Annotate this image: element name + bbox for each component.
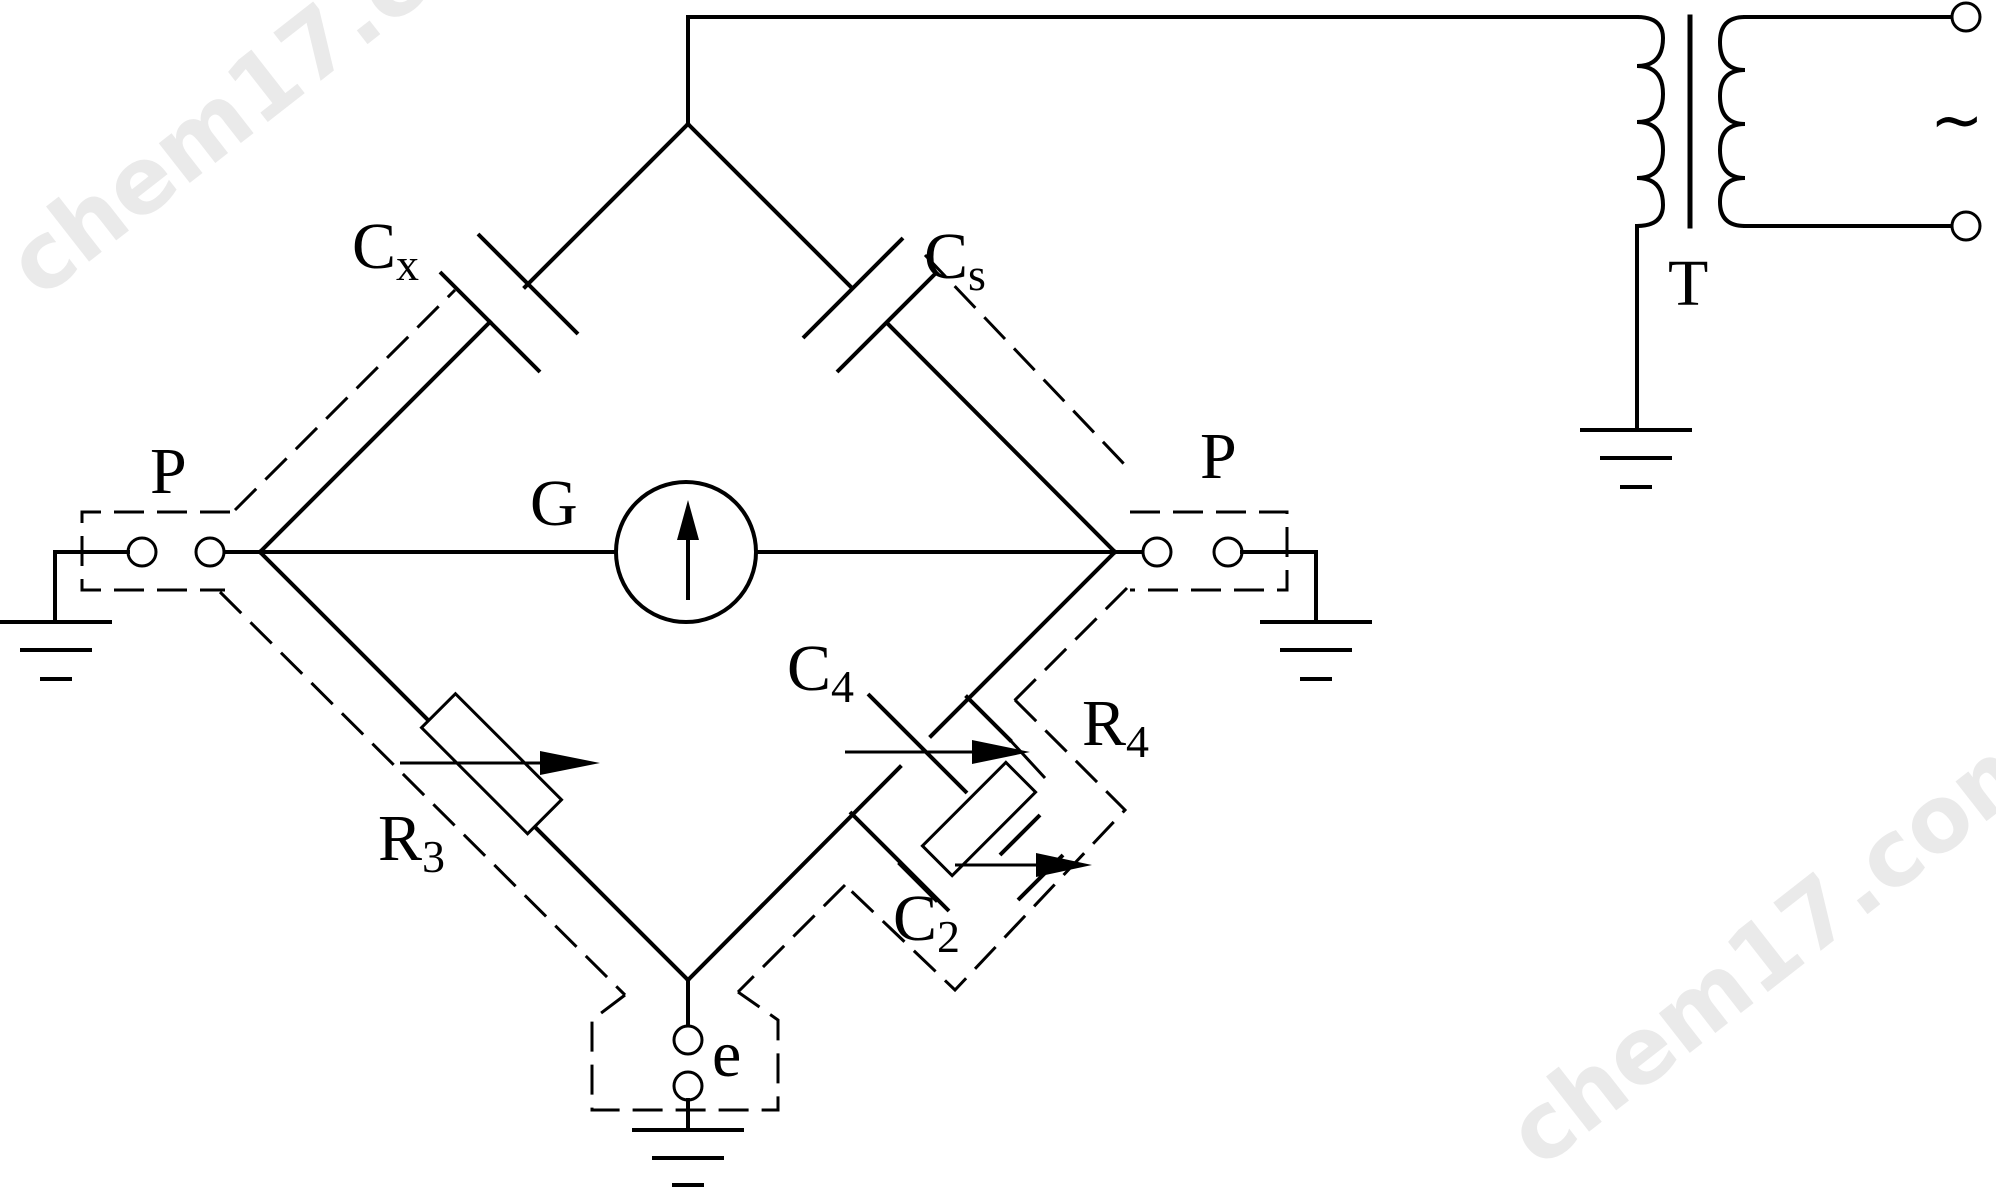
label-galvanometer: G <box>530 467 578 540</box>
arm-r3-upper <box>257 549 439 731</box>
arm-cs-lower <box>884 320 1118 555</box>
resistor-r4-link <box>1008 738 1047 780</box>
shield-box-right <box>1130 510 1289 592</box>
arm-r4-lower <box>685 764 903 983</box>
resistor-r4 <box>920 760 1038 878</box>
label-transformer: T <box>1668 247 1708 320</box>
arm-cx-lower <box>257 319 493 555</box>
capacitor-cx-plate-1 <box>476 232 580 336</box>
shield-cx-arm <box>233 288 457 512</box>
capacitor-cs-plate-2 <box>835 270 939 374</box>
transformer-primary-coil <box>1634 14 1666 229</box>
galvanometer-g <box>614 480 758 624</box>
ac-terminal-bottom <box>1950 210 1982 242</box>
watermark-bottom-right: chem17.com <box>1488 700 1996 1187</box>
right-ground-wire <box>1240 550 1318 624</box>
transformer-secondary-coil <box>1717 14 1748 229</box>
r4-branch-top <box>964 694 1013 743</box>
label-c2: C2 <box>893 882 960 962</box>
supply-wire <box>686 15 1639 126</box>
left-ground-wire <box>53 550 130 624</box>
watermark-top-left: chem17.com <box>0 0 570 317</box>
svg-text:chem17.com: chem17.com <box>1488 700 1996 1187</box>
label-cs: Cs <box>924 220 986 300</box>
capacitor-c4-plate-1 <box>866 692 969 795</box>
arm-cs-upper <box>685 121 855 291</box>
galvanometer-needle-arrowhead <box>677 500 699 540</box>
shield-r3-arm <box>218 590 627 997</box>
arm-cx-upper <box>522 121 691 290</box>
capacitor-c2-arrowhead <box>1036 853 1092 877</box>
capacitor-cx-plate-2 <box>438 270 542 374</box>
svg-text:chem17.com: chem17.com <box>0 0 570 317</box>
terminal-p-right-inner <box>1141 536 1173 568</box>
ac-terminal-top <box>1950 1 1982 33</box>
ground-symbol-right <box>1260 620 1372 681</box>
arm-r3-lower <box>503 795 691 983</box>
shield-box-left <box>80 510 230 592</box>
shield-box-r4-c2 <box>843 698 1128 993</box>
terminal-e-lower <box>672 1070 704 1102</box>
label-cx: Cx <box>352 210 419 290</box>
arm-r4-upper <box>928 549 1118 739</box>
label-c4: C4 <box>787 632 854 712</box>
label-terminal-e: e <box>712 1018 741 1091</box>
shield-r4-arm <box>736 586 1129 994</box>
terminal-e-upper <box>672 1024 704 1056</box>
capacitor-c4-arrowhead <box>972 740 1030 764</box>
ground-symbol-left <box>0 620 112 681</box>
label-r4: R4 <box>1082 687 1149 767</box>
ground-symbol-transformer <box>1580 428 1692 489</box>
label-p-left: P <box>150 435 187 508</box>
ac-source-symbol: ~ <box>1930 84 1984 158</box>
terminal-p-left-inner <box>194 536 226 568</box>
r4-branch-bottom <box>897 861 939 903</box>
resistor-r3-arrowhead <box>540 751 600 775</box>
terminal-p-right-outer <box>1212 536 1244 568</box>
ground-symbol-bottom <box>632 1128 744 1187</box>
label-r3: R3 <box>378 802 445 882</box>
shield-cs-arm <box>923 253 1127 467</box>
shield-box-bottom <box>590 990 780 1112</box>
capacitor-c2-plate-1 <box>998 813 1042 857</box>
label-p-right: P <box>1200 420 1237 493</box>
capacitor-cs-plate-1 <box>801 236 905 340</box>
terminal-p-left-outer <box>126 536 158 568</box>
